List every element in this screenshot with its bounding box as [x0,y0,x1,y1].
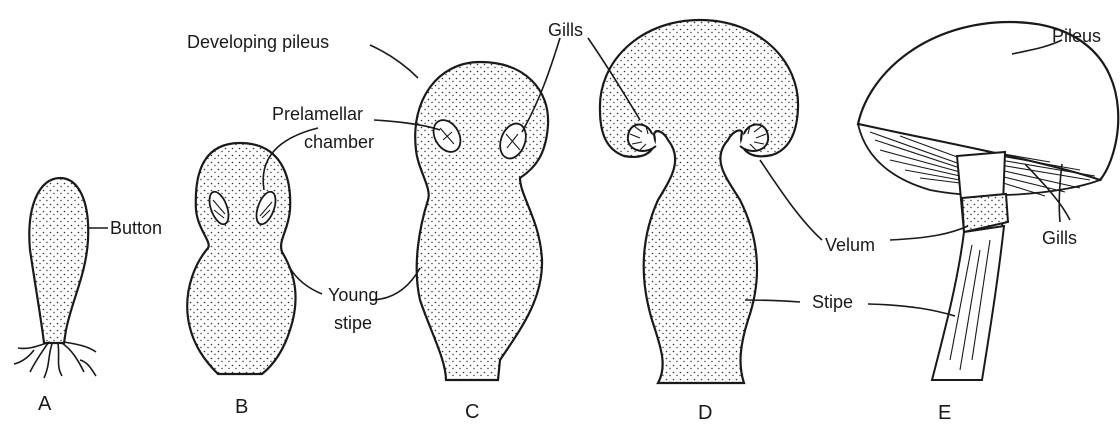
label-prelamellar: Prelamellar [272,104,363,124]
label-chamber: chamber [304,132,374,152]
label-gills-right: Gills [1042,228,1077,248]
label-pileus: Pileus [1052,26,1101,46]
stage-a-button-figure [14,178,96,378]
stage-letter-e: E [938,402,951,424]
label-gills-top: Gills [548,20,583,40]
stage-letter-d: D [698,402,712,424]
label-stipe: Stipe [812,292,853,312]
label-velum: Velum [825,235,875,255]
stipe-lower [932,226,1004,380]
label-stipe-young: stipe [334,313,372,333]
mycelium-strands [14,342,96,378]
stage-c-figure [415,62,548,380]
stage-b-figure [187,143,295,374]
label-developing-pileus: Developing pileus [187,32,329,52]
stage-letter-c: C [465,401,479,423]
stage-letter-a: A [38,393,52,415]
stage-e-figure [858,22,1118,380]
label-button: Button [110,218,162,238]
stage-letter-b: B [235,396,248,418]
label-young: Young [328,285,378,305]
stage-d-figure [600,20,798,383]
stage-letters: A B C D E [38,393,951,424]
